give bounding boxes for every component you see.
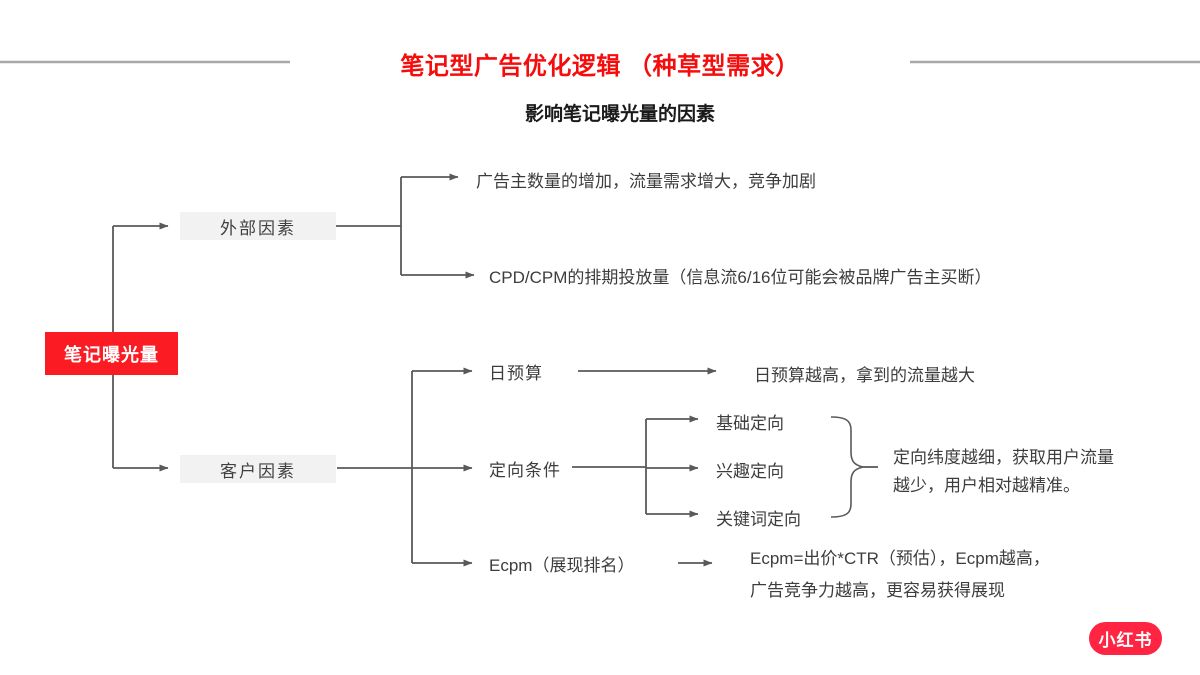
leaf-keyword-targeting: 关键词定向 [716,510,801,529]
slide-subtitle: 影响笔记曝光量的因素 [524,104,715,125]
note-targeting-line-1: 定向纬度越细，获取用户流量 [893,448,1114,467]
note-ecpm-line-2: 广告竞争力越高，更容易获得展现 [750,581,1005,600]
xiaohongshu-logo: 小红书 [1089,622,1162,655]
targeting-brace [830,416,864,518]
leaf-ecpm-ranking: Ecpm（展现排名） [489,556,635,575]
node-customer-factors: 客户因素 [180,455,336,483]
leaf-targeting-conditions: 定向条件 [489,461,561,480]
node-external-factors: 外部因素 [180,212,336,240]
slide-title: 笔记型广告优化逻辑 （种草型需求） [400,53,800,80]
leaf-advertiser-growth: 广告主数量的增加，流量需求增大，竞争加剧 [476,172,816,191]
tree-connectors [112,173,878,567]
leaf-daily-budget: 日预算 [489,364,543,383]
note-targeting-line-2: 越少，用户相对越精准。 [893,476,1080,495]
root-node-exposure: 笔记曝光量 [45,332,178,375]
leaf-basic-targeting: 基础定向 [716,414,784,433]
note-ecpm-line-1: Ecpm=出价*CTR（预估），Ecpm越高， [750,549,1050,568]
note-ecpm-formula: Ecpm=出价*CTR（预估），Ecpm越高， 广告竞争力越高，更容易获得展现 [750,543,1050,607]
leaf-cpd-cpm-schedule: CPD/CPM的排期投放量（信息流6/16位可能会被品牌广告主买断） [489,268,992,287]
note-targeting-effect: 定向纬度越细，获取用户流量 越少，用户相对越精准。 [893,444,1114,500]
note-budget-effect: 日预算越高，拿到的流量越大 [754,366,975,385]
leaf-interest-targeting: 兴趣定向 [716,462,784,481]
